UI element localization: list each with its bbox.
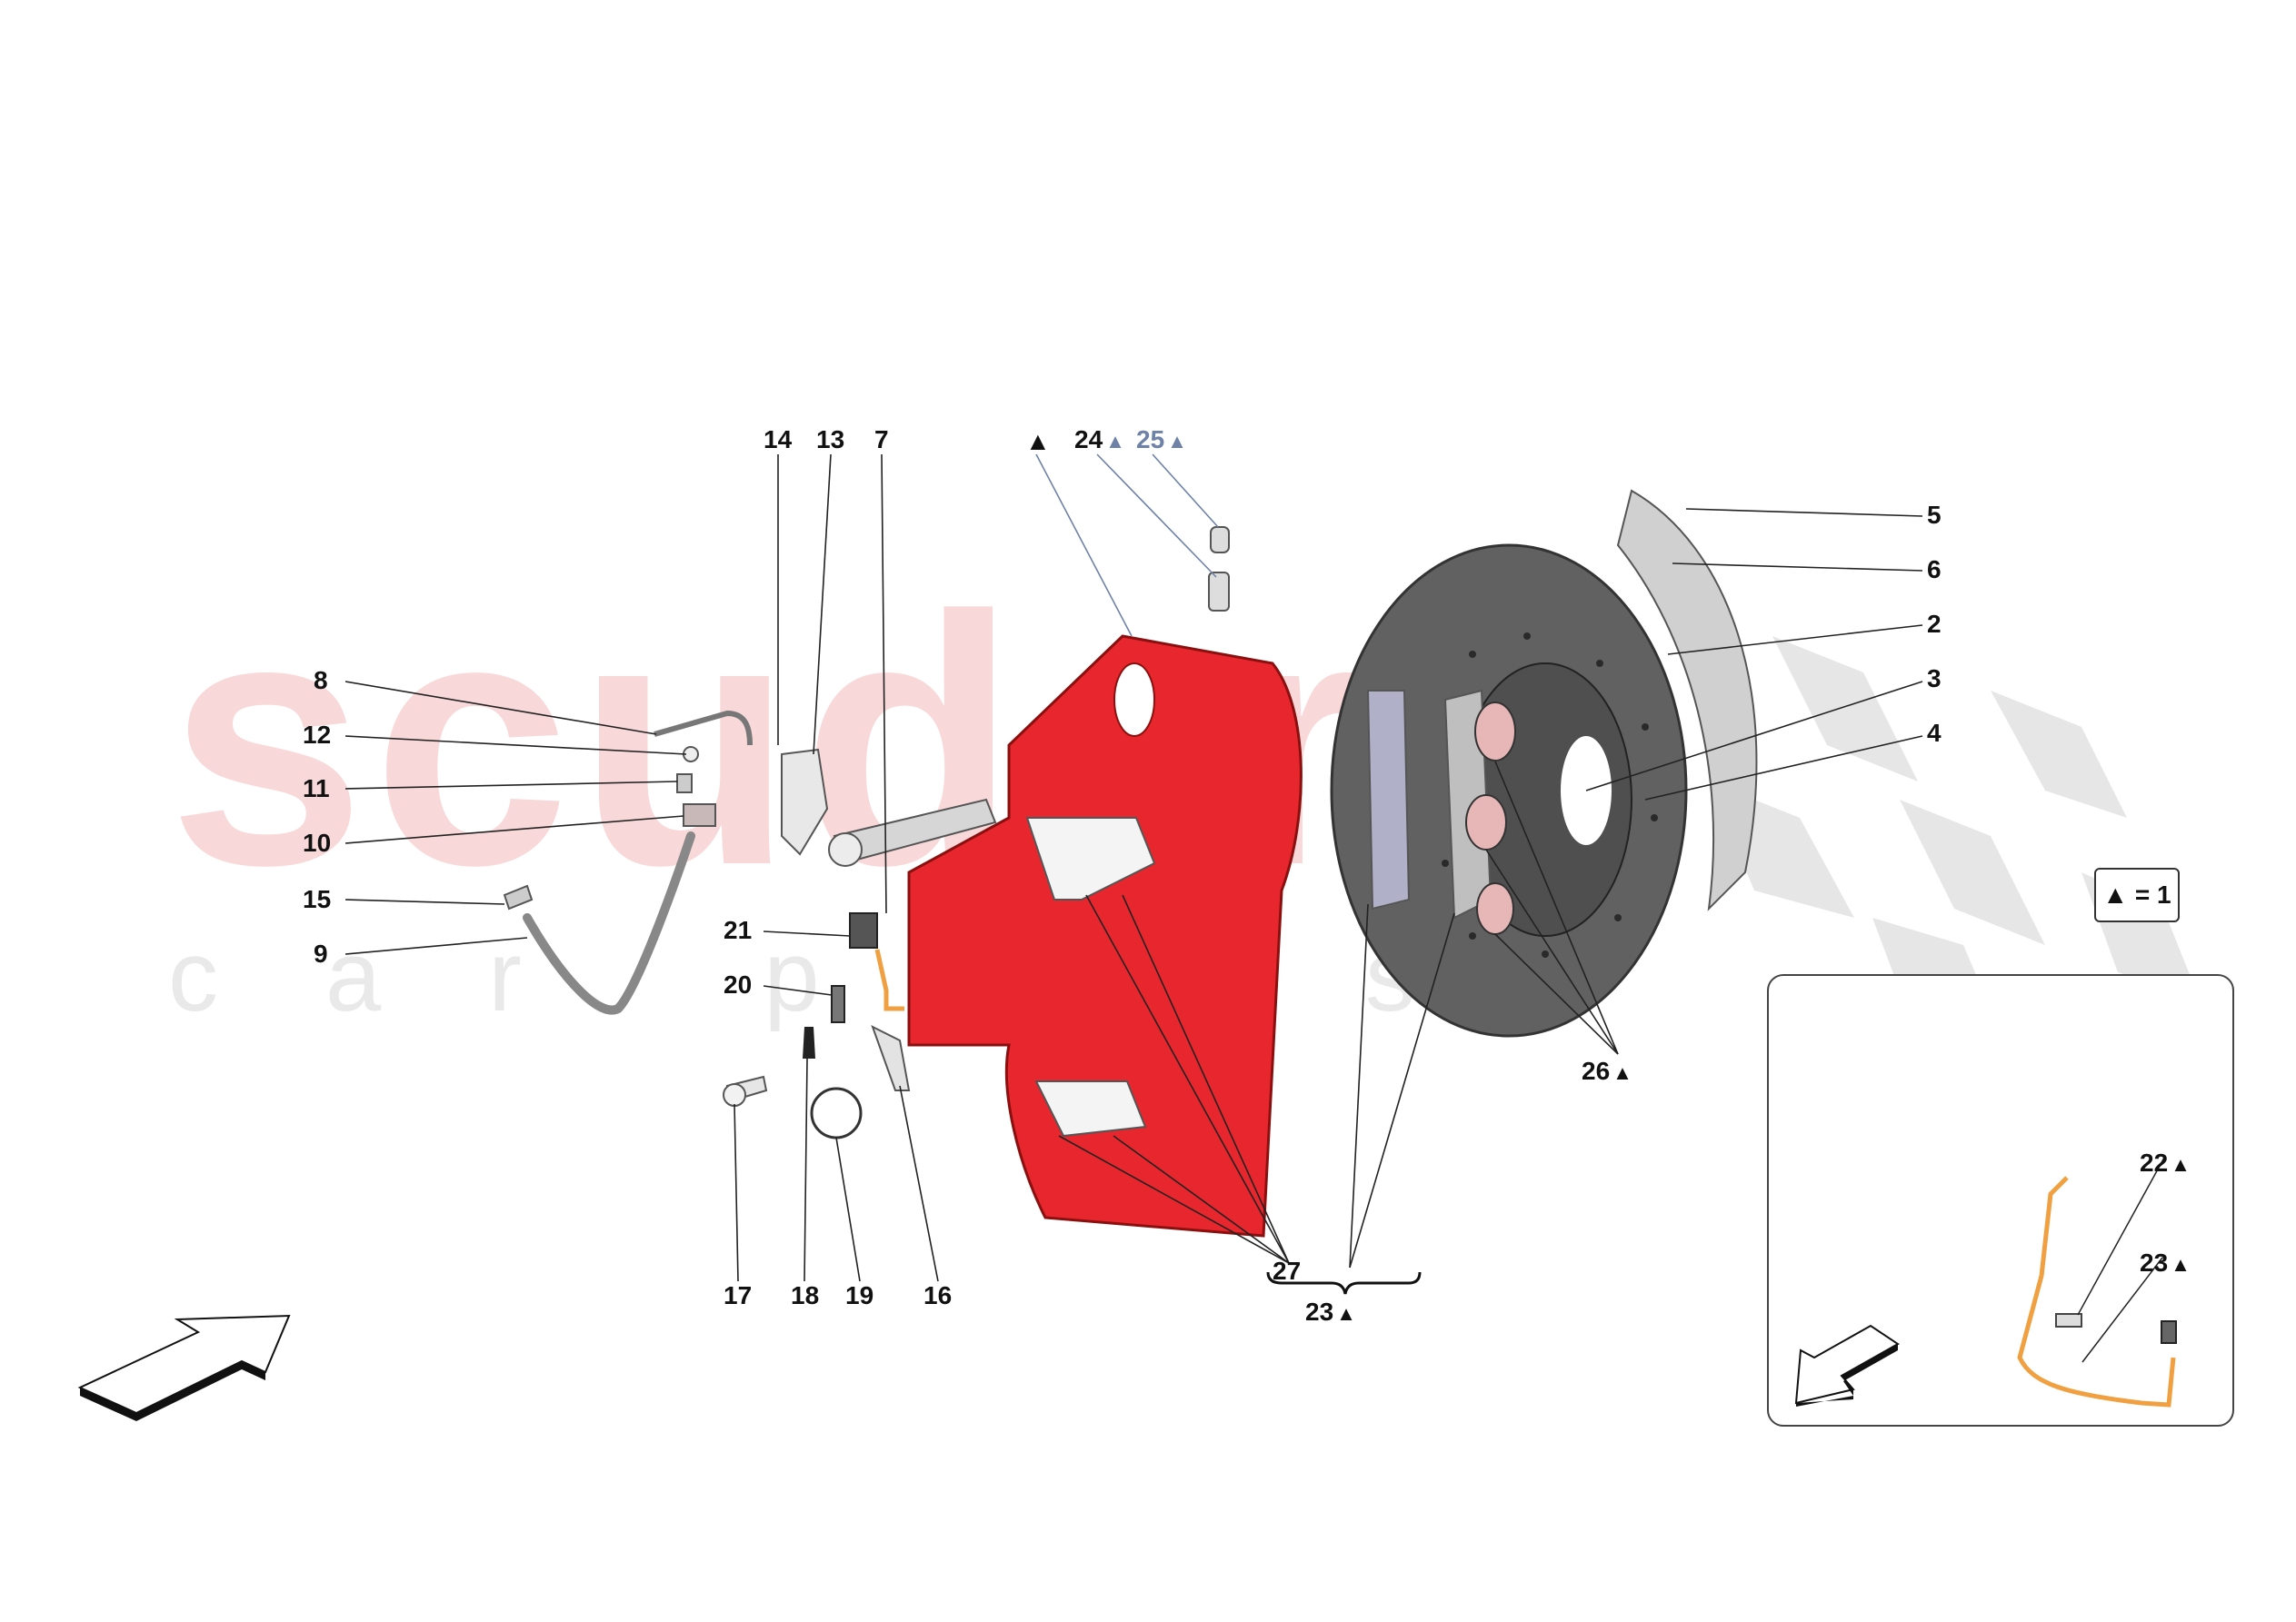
wear-sensor-wire [874,949,904,1011]
callout-11[interactable]: 11 [303,774,330,802]
callout-27[interactable]: 27 [1273,1257,1302,1285]
callout-6[interactable]: 6 [1927,555,1942,583]
bracket-10 [683,803,716,827]
callout-10[interactable]: 10 [303,829,332,857]
callout-17[interactable]: 17 [724,1281,753,1309]
callout-8[interactable]: 8 [314,666,328,694]
brake-pipe [654,710,753,746]
triangle-marker-icon: ▲ [1336,1302,1356,1325]
brake-caliper [907,634,1303,1238]
callout-19[interactable]: 19 [845,1281,874,1309]
clip-18 [803,1027,815,1059]
triangle-marker-icon: ▲ [2171,1253,2191,1276]
bracket-16 [871,1024,911,1091]
leader-lines [344,453,1923,1282]
triangle-marker-icon: ▲ [2171,1153,2191,1176]
bleed-cap [1210,526,1230,553]
callout-2[interactable]: 2 [1927,610,1942,638]
piston-seals [1465,702,1516,935]
callout-3[interactable]: 3 [1927,664,1942,692]
sensor-clip-22 [2055,1313,2082,1328]
callout-4[interactable]: 4 [1927,719,1942,747]
sensor-connector-21 [849,912,878,949]
triangle-marker-icon: ▲ [1167,430,1187,453]
clamp-19 [810,1087,863,1139]
callout-15[interactable]: 15 [303,885,332,913]
inset-callout-23[interactable]: 23▲ [2140,1249,2191,1277]
inset-callout-22[interactable]: 22▲ [2140,1149,2191,1177]
inset-direction-arrow-icon [1794,1324,1900,1405]
checkered-flag-background [1709,636,2200,1009]
clip-15 [503,884,534,911]
callout-caliper-marker[interactable]: ▲ [1025,427,1051,455]
callout-23[interactable]: 23▲ [1305,1298,1356,1326]
quantity-legend: ▲ = 1 [2094,868,2180,922]
callout-12[interactable]: 12 [303,721,332,749]
clip-11 [676,773,693,793]
callout-24[interactable]: 24▲ [1074,425,1125,453]
triangle-marker-icon: ▲ [1612,1061,1632,1084]
callout-26[interactable]: 26▲ [1582,1057,1632,1085]
brake-pad-outer [1366,690,1411,911]
callout-21[interactable]: 21 [724,916,753,944]
inset-wear-sensor-panel: 22▲ 23▲ [1767,974,2234,1427]
callout-18[interactable]: 18 [791,1281,820,1309]
bleed-screw [1208,572,1230,612]
callout-14[interactable]: 14 [764,425,793,453]
brace-23 [1266,1271,1422,1295]
connector-20 [831,985,845,1023]
callout-20[interactable]: 20 [724,970,753,999]
triangle-marker-icon: ▲ [1105,430,1125,453]
callout-16[interactable]: 16 [923,1281,953,1309]
brake-hose [523,831,695,1015]
inset-drawing [1794,1157,2177,1408]
sensor-plug [2161,1320,2177,1344]
callout-25[interactable]: 25▲ [1136,425,1187,453]
callout-9[interactable]: 9 [314,940,328,968]
wear-sensor-cable [2017,1176,2176,1408]
bracket-13 [781,748,829,856]
callout-13[interactable]: 13 [816,425,845,453]
callout-5[interactable]: 5 [1927,501,1942,529]
callout-7[interactable]: 7 [874,425,889,453]
splash-shield [1616,489,1758,911]
direction-arrow-icon [77,1314,291,1415]
